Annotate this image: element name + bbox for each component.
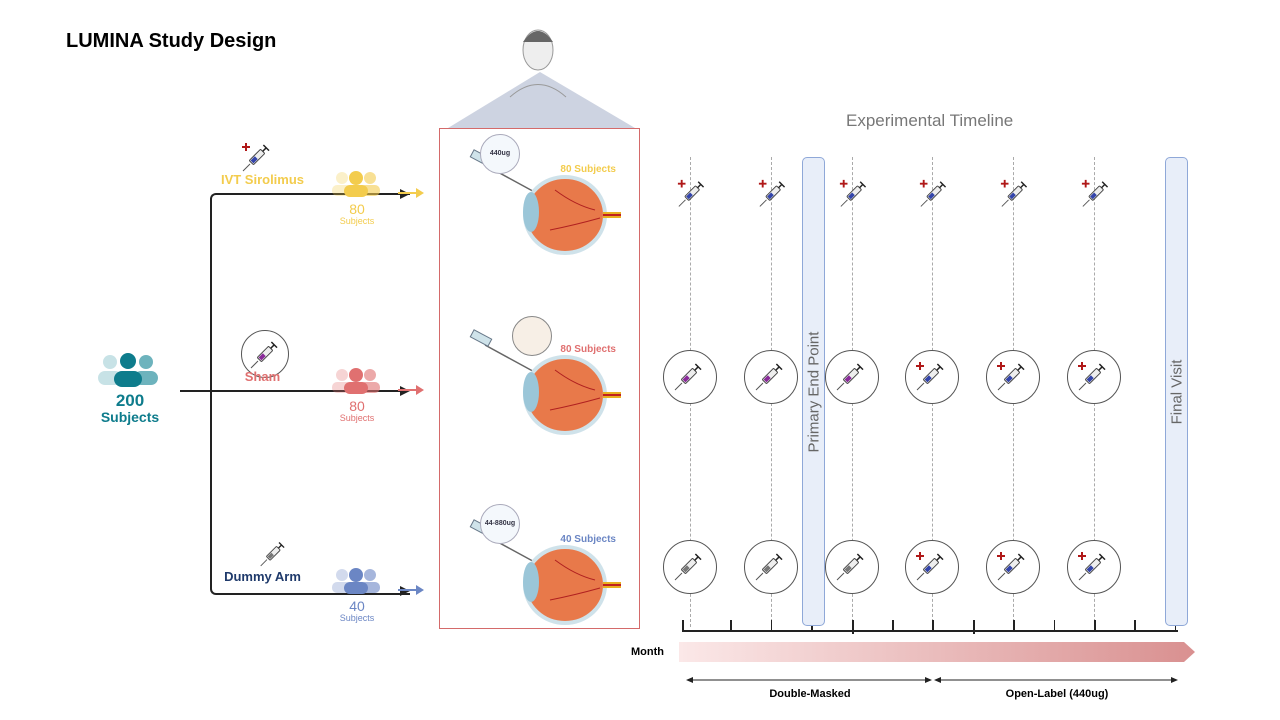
arm-group-icon [332, 568, 380, 594]
dose-bubble: 44-880ug [480, 504, 520, 544]
active-dose-icon [1067, 350, 1121, 404]
dummy-dose-icon [663, 540, 717, 594]
sham-dose-icon [743, 350, 798, 404]
month-tick [682, 620, 684, 632]
dummy-dose-icon [743, 540, 798, 594]
arm-name: Dummy Arm [224, 569, 301, 584]
arm-count: 40 [349, 598, 365, 614]
eye-injection-illustration [469, 329, 621, 435]
month-tick [811, 620, 813, 632]
patient-head-icon [448, 29, 635, 128]
arm-count-unit: Subjects [339, 613, 375, 623]
month-band [679, 642, 1195, 662]
dummy-syringe-icon [258, 538, 289, 574]
branch-line-sham [180, 390, 408, 392]
total-subjects-icon [98, 353, 158, 387]
total-count: 200 [115, 391, 145, 410]
arm-count-unit: Subjects [339, 216, 375, 226]
month-label: Month [631, 646, 664, 658]
eye-panel [439, 128, 640, 629]
active-dose-icon [676, 177, 708, 214]
arm-group-icon [332, 368, 380, 394]
final-visit-label: Final Visit [1168, 359, 1185, 424]
month-tick [851, 620, 854, 634]
arm-name: Sham [244, 369, 281, 384]
timeline-title: Experimental Timeline [846, 111, 1014, 130]
month-tick [932, 620, 934, 632]
arm-group-icon [332, 171, 380, 197]
phase-arrows [686, 677, 1178, 683]
dose-bubble: 440ug [480, 134, 520, 174]
month-tick [1053, 620, 1056, 632]
arm-name: IVT Sirolimus [220, 172, 305, 187]
phase-open-label: Open-Label (440ug) [1005, 688, 1109, 700]
eye-subjects-label: 40 Subjects [560, 534, 616, 545]
active-dose-icon [905, 350, 960, 404]
active-dose-icon [757, 177, 789, 214]
active-dose-icon [999, 177, 1031, 214]
sham-syringe-icon [241, 330, 289, 378]
eye-subjects-label: 80 Subjects [560, 344, 616, 355]
month-tick [1094, 620, 1096, 632]
month-tick [730, 620, 732, 632]
page-title: LUMINA Study Design [66, 30, 277, 52]
flow-arrow [398, 188, 424, 198]
phase-double-masked: Double-Masked [769, 688, 851, 700]
final-visit-marker: Final Visit [1165, 157, 1188, 626]
active-dose-icon [986, 350, 1041, 404]
flow-arrow [398, 585, 424, 595]
active-dose-icon [918, 177, 950, 214]
active-dose-icon [905, 540, 960, 594]
arm-count-unit: Subjects [339, 413, 375, 423]
flow-arrow [398, 385, 424, 395]
sham-dose-icon [663, 350, 717, 404]
month-tick [972, 620, 975, 634]
active-dose-icon [838, 177, 870, 214]
dummy-dose-icon [824, 540, 879, 594]
month-tick [1013, 620, 1015, 632]
month-tick [1134, 620, 1136, 632]
total-label: Subjects [100, 409, 160, 425]
eye-subjects-label: 80 Subjects [560, 164, 616, 175]
month-tick [1174, 620, 1177, 632]
active-dose-icon [1080, 177, 1112, 214]
sham-dose-icon [824, 350, 879, 404]
active-dose-icon [986, 540, 1041, 594]
primary-end-point-label: Primary End Point [805, 331, 822, 452]
timeline-axis [682, 630, 1178, 632]
primary-end-point-marker: Primary End Point [802, 157, 825, 626]
arm-count: 80 [349, 201, 365, 217]
branch-line [210, 193, 410, 595]
month-tick [892, 620, 894, 632]
active-syringe-icon [240, 140, 274, 179]
month-tick [770, 620, 773, 632]
arm-count: 80 [349, 398, 365, 414]
active-dose-icon [1067, 540, 1121, 594]
sham-detail-bubble [512, 316, 552, 356]
